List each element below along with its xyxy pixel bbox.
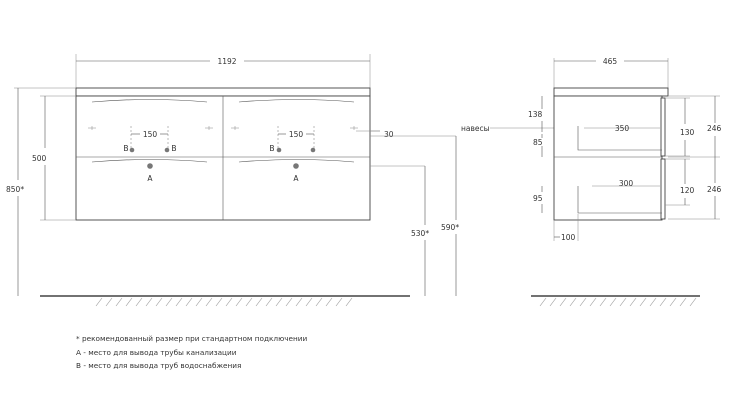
dim-138: 138 xyxy=(528,110,543,119)
notes-block: * рекомендованный размер при стандартном… xyxy=(76,332,307,373)
dim-120: 120 xyxy=(680,186,695,195)
note-pipe-b: В - место для вывода труб водоснабжения xyxy=(76,361,242,370)
dim-150-left: 150 xyxy=(143,130,158,139)
label-a: A xyxy=(293,174,299,183)
dim-246-bottom: 246 xyxy=(707,185,722,194)
side-countertop xyxy=(553,87,669,97)
drawer-handle xyxy=(91,159,208,163)
label-b: B xyxy=(171,144,176,153)
dim-350: 350 xyxy=(615,124,630,133)
note-recommended-size: * рекомендованный размер при стандартном… xyxy=(76,334,308,343)
pipe-a-marker xyxy=(293,163,299,169)
side-floor-hatch xyxy=(539,297,697,307)
dim-130: 130 xyxy=(680,128,695,137)
label-b: B xyxy=(123,144,128,153)
label-b: B xyxy=(269,144,274,153)
dim-30: 30 xyxy=(384,130,394,139)
countertop xyxy=(75,87,371,97)
dim-850: 850* xyxy=(6,185,24,194)
dim-150-right: 150 xyxy=(289,130,304,139)
pipe-a-marker xyxy=(147,163,153,169)
front-view: 1192 150 150 B B B xyxy=(6,54,459,307)
drawer-handle xyxy=(91,99,208,103)
dim-530: 530* xyxy=(411,229,429,238)
dim-depth: 465 xyxy=(603,57,618,66)
dim-95: 95 xyxy=(533,194,543,203)
pipe-b-marker xyxy=(276,147,282,153)
drawer-handle xyxy=(238,99,355,103)
side-view: 465 350 300 138 85 95 100 xyxy=(528,57,722,307)
pipe-b-marker xyxy=(164,147,170,153)
dim-246-top: 246 xyxy=(707,124,722,133)
note-pipe-a: А - место для вывода трубы канализации xyxy=(76,347,237,357)
dim-85: 85 xyxy=(533,138,543,147)
dim-300: 300 xyxy=(619,179,634,188)
dim-590: 590* xyxy=(441,223,459,232)
dim-500: 500 xyxy=(32,154,47,163)
pipe-b-marker xyxy=(129,147,135,153)
hinges-label: навесы xyxy=(461,124,490,133)
label-a: A xyxy=(147,174,153,183)
drawer-front xyxy=(660,158,666,220)
dim-overall-width: 1192 xyxy=(217,57,236,66)
drawer-front xyxy=(660,97,666,157)
pipe-b-marker xyxy=(310,147,316,153)
dim-100: 100 xyxy=(561,233,576,242)
side-body xyxy=(553,95,663,221)
floor-hatch xyxy=(95,297,353,307)
drawer-handle xyxy=(238,159,355,163)
